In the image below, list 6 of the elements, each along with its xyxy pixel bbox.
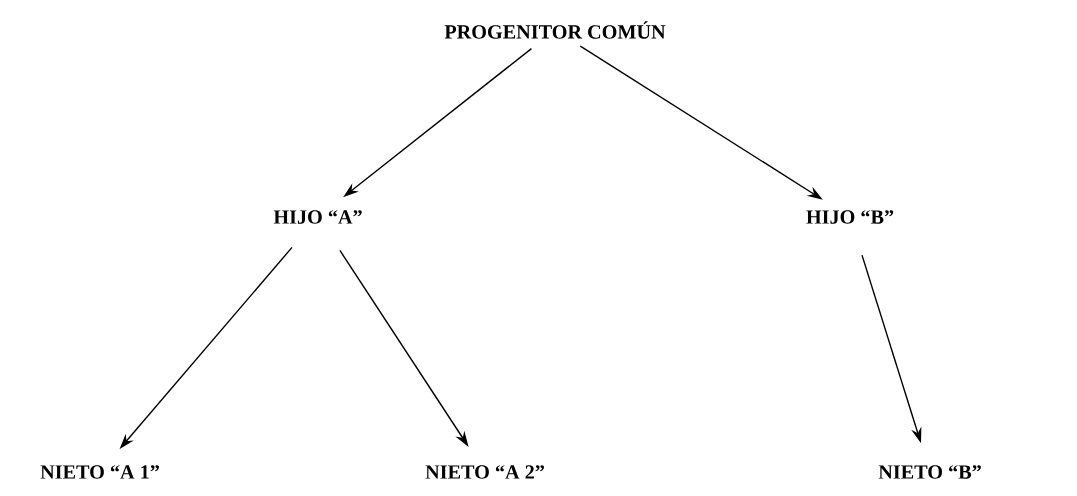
node-label: PROGENITOR COMÚN (444, 21, 666, 39)
node-label: HIJO “A” (273, 210, 362, 224)
node-label: NIETO “A 2” (425, 465, 544, 479)
node-label: NIETO “B” (878, 465, 981, 479)
node-label: HIJO “B” (806, 210, 894, 224)
node-label: NIETO “A 1” (40, 465, 159, 479)
